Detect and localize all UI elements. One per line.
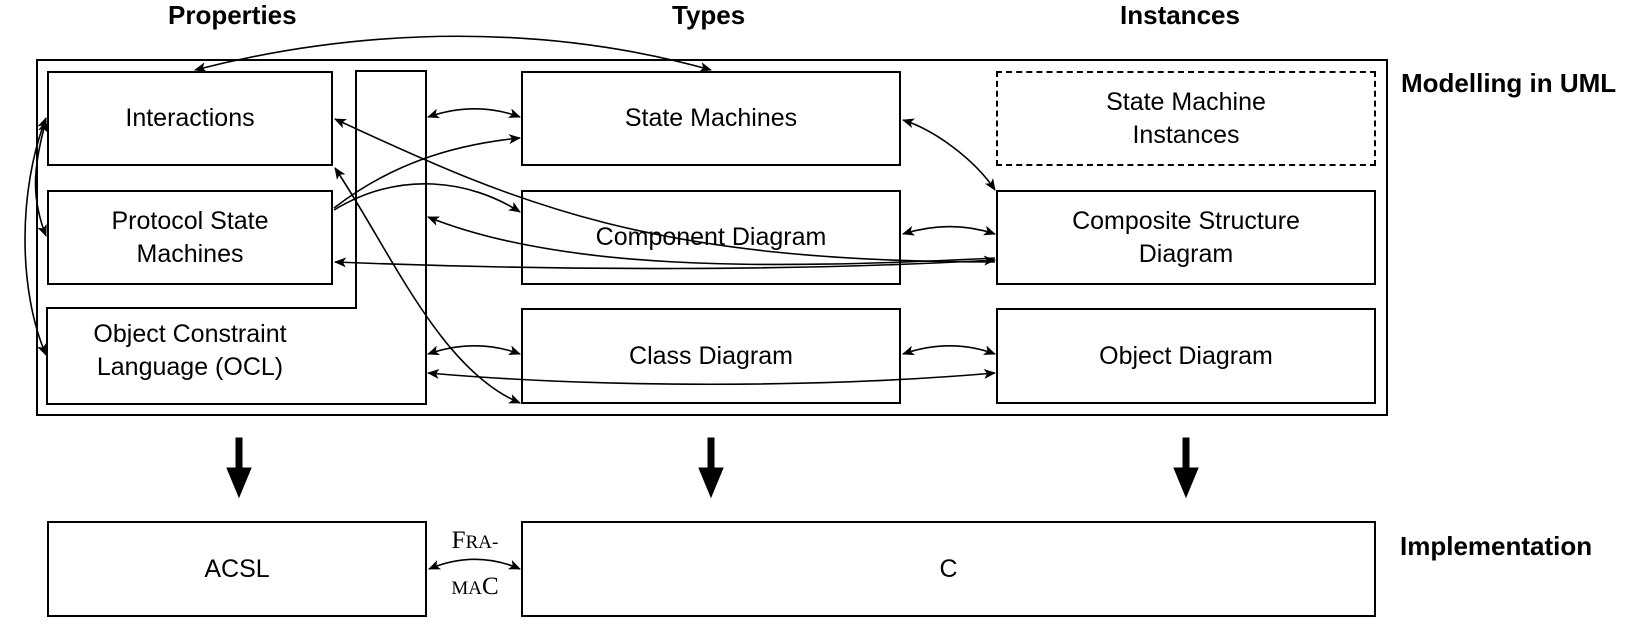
protocol-state-machines-label-line1: Protocol State: [111, 206, 269, 235]
down-arrow-types: [698, 437, 724, 499]
object-diagram-label: Object Diagram: [1099, 341, 1273, 370]
composite-structure-diagram-box: Composite Structure Diagram: [996, 190, 1376, 285]
interactions-label: Interactions: [125, 104, 255, 132]
state-machine-instances-box: State Machine Instances: [996, 71, 1376, 166]
state-machines-box: State Machines: [521, 71, 901, 166]
state-machine-instances-label-line2: Instances: [1132, 120, 1240, 149]
acsl-box: ACSL: [47, 521, 427, 617]
state-machines-label: State Machines: [624, 104, 798, 132]
object-diagram-box: Object Diagram: [996, 308, 1376, 404]
composite-structure-diagram-label-line2: Diagram: [1138, 239, 1234, 268]
class-diagram-box: Class Diagram: [521, 308, 901, 404]
framac-label-line1: FRA-: [451, 527, 499, 554]
ocl-label-line2: Language (OCL): [96, 353, 284, 381]
header-types: Types: [672, 0, 746, 30]
component-diagram-box: Component Diagram: [521, 190, 901, 285]
class-diagram-label: Class Diagram: [629, 341, 793, 370]
protocol-state-machines-box: Protocol State Machines: [47, 190, 333, 285]
header-modelling-in-uml: Modelling in UML: [1401, 68, 1617, 98]
header-instances: Instances: [1120, 0, 1240, 30]
composite-structure-diagram-label-line1: Composite Structure: [1072, 206, 1300, 235]
framac-label-line2: MAC: [451, 573, 499, 600]
ocl-label-line1: Object Constraint: [93, 320, 287, 348]
protocol-state-machines-label-line2: Machines: [136, 239, 244, 268]
c-box: C: [521, 521, 1376, 617]
acsl-label: ACSL: [204, 554, 270, 583]
header-properties: Properties: [168, 0, 297, 30]
arrow-acsl-c: [428, 558, 521, 570]
header-implementation: Implementation: [1400, 531, 1593, 561]
ocl-label: Object Constraint Language (OCL): [60, 318, 320, 384]
interactions-box: Interactions: [47, 71, 333, 166]
state-machine-instances-label-line1: State Machine: [1106, 87, 1266, 116]
down-arrow-instances: [1173, 437, 1199, 499]
c-label: C: [939, 554, 958, 583]
down-arrow-properties: [226, 437, 252, 499]
component-diagram-label: Component Diagram: [595, 223, 827, 251]
